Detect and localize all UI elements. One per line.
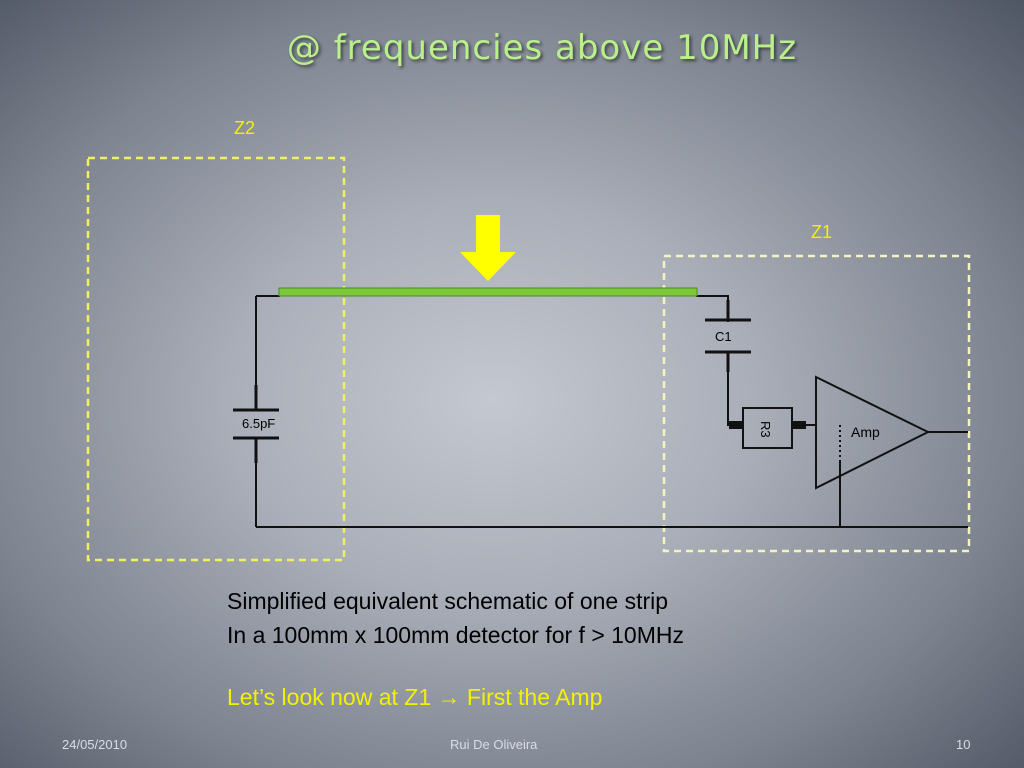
resistor-r3-label: R3 xyxy=(758,421,773,438)
zone-z2-label: Z2 xyxy=(234,118,255,138)
zone-z1-label: Z1 xyxy=(811,222,832,242)
slide-title: @ frequencies above 10MHz xyxy=(286,28,798,68)
wire-c1-down xyxy=(727,352,743,426)
zone-z2-box xyxy=(86,156,346,562)
wire-right-top xyxy=(696,295,729,322)
capacitor-c1 xyxy=(705,300,751,372)
footer-date: 24/05/2010 xyxy=(62,737,128,752)
highlight-suffix: First the Amp xyxy=(466,684,603,710)
caption: Simplified equivalent schematic of one s… xyxy=(227,584,684,652)
capacitor-strip-label: 6.5pF xyxy=(242,416,275,431)
footer-page-number: 10 xyxy=(956,737,971,752)
down-arrow-icon xyxy=(460,215,516,281)
highlight-prefix: Let’s look now at Z1 xyxy=(227,684,432,710)
resistor-r3-lead-left xyxy=(729,421,743,429)
highlight-line: Let’s look now at Z1 → First the Amp xyxy=(227,684,602,711)
resistor-r3-lead-right xyxy=(792,421,806,429)
right-arrow-icon: → xyxy=(437,684,461,710)
amplifier-triangle xyxy=(815,375,931,490)
amplifier-label: Amp xyxy=(851,424,880,440)
wires xyxy=(255,295,968,528)
strip-bar xyxy=(278,287,698,297)
capacitor-strip xyxy=(233,385,279,463)
capacitor-c1-label: C1 xyxy=(715,329,732,344)
footer-author: Rui De Oliveira xyxy=(450,737,538,752)
caption-line-1: Simplified equivalent schematic of one s… xyxy=(227,588,669,614)
caption-line-2: In a 100mm x 100mm detector for f > 10MH… xyxy=(227,622,684,648)
